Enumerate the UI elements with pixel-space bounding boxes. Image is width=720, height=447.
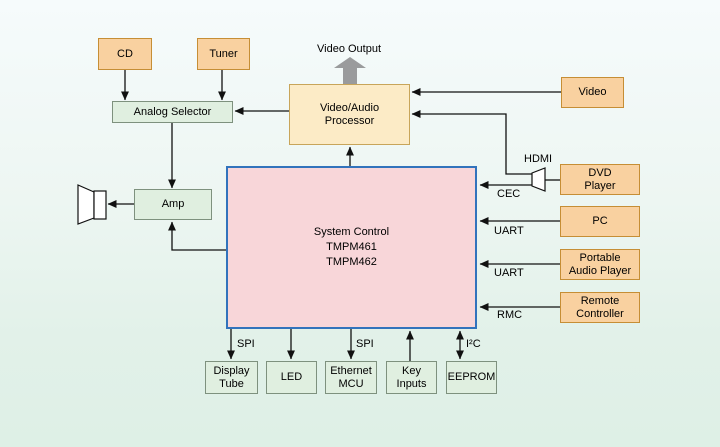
node-video: Video	[561, 77, 624, 108]
spi-display-label: SPI	[237, 338, 255, 350]
i2c-label: I²C	[466, 338, 481, 350]
node-ethernet-mcu: Ethernet MCU	[325, 361, 377, 394]
video-output-label: Video Output	[317, 43, 382, 55]
node-system-control: System Control TMPM461 TMPM462	[226, 166, 477, 329]
node-display-tube: Display Tube	[205, 361, 258, 394]
node-analog-selector: Analog Selector	[112, 101, 233, 123]
rmc-label: RMC	[497, 309, 523, 321]
uart-pc-label: UART	[494, 225, 524, 237]
node-portable-audio-player: Portable Audio Player	[560, 249, 640, 280]
node-amp: Amp	[134, 189, 212, 220]
uart-portable-label: UART	[494, 267, 524, 279]
node-led: LED	[266, 361, 317, 394]
node-cd: CD	[98, 38, 152, 70]
spi-ethernet-label: SPI	[356, 338, 374, 350]
cec-label: CEC	[497, 188, 521, 200]
node-eeprom: EEPROM	[446, 361, 497, 394]
node-video-audio-processor: Video/Audio Processor	[289, 84, 410, 145]
node-pc: PC	[560, 206, 640, 237]
node-remote-controller: Remote Controller	[560, 292, 640, 323]
video-output-arrow-icon	[334, 57, 366, 84]
node-key-inputs: Key Inputs	[386, 361, 437, 394]
hdmi-plug-icon	[531, 167, 546, 192]
speaker-icon	[77, 184, 107, 225]
arrow-hdmi-to-processor	[411, 110, 532, 175]
node-tuner: Tuner	[197, 38, 250, 70]
arrow-system-control-to-amp	[168, 221, 226, 251]
node-dvd-player: DVD Player	[560, 164, 640, 195]
hdmi-label: HDMI	[524, 153, 553, 165]
